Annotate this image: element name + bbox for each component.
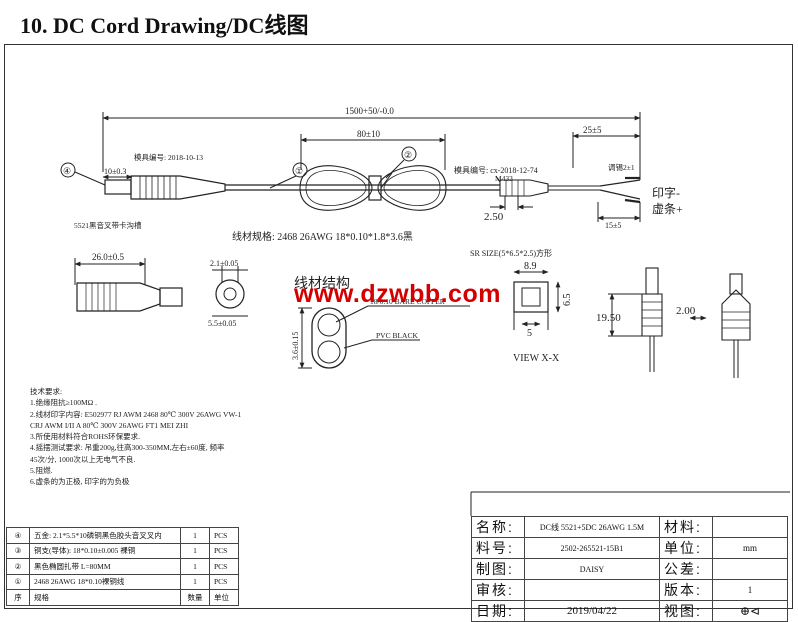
dim-tin: 调锡2±1 bbox=[608, 163, 635, 172]
bom-name: 五金: 2.1*5.5*10磷铜黑色胶头音叉叉内 bbox=[29, 527, 181, 544]
table-row: ③ 铜支(导体): 18*0.10±0.005 裸铜 1 PCS bbox=[6, 542, 239, 559]
mold-left: 模具编号: 2018-10-13 bbox=[134, 152, 203, 162]
dim-tag-w: 2.00 bbox=[676, 305, 696, 317]
dim-view-w: 8.9 bbox=[524, 261, 537, 272]
tb-date-value: 2019/04/22 bbox=[524, 600, 660, 622]
dim-plug-body: 26.0±0.5 bbox=[92, 252, 124, 262]
dim-sleeve: 2.50 bbox=[484, 211, 504, 223]
bom-name: 2468 26AWG 18*0.10裸铜线 bbox=[29, 573, 181, 590]
tb-ver-label: 版本: bbox=[659, 579, 713, 601]
tech-note-line: 6.虚条的为正极, 印字的为负极 bbox=[30, 477, 130, 487]
bom-qty: 1 bbox=[180, 527, 210, 544]
table-row: ④ 五金: 2.1*5.5*10磷铜黑色胶头音叉叉内 1 PCS bbox=[6, 527, 239, 544]
projection-icon: ⊕⊲ bbox=[712, 600, 788, 622]
callout-1: ① bbox=[295, 166, 303, 176]
bom-name: 黑色椭圆扎带 L=80MM bbox=[29, 558, 181, 575]
watermark: www.dzwbb.com bbox=[294, 280, 501, 308]
drawing-frame bbox=[4, 44, 793, 609]
bom-no: ④ bbox=[6, 527, 30, 544]
wire-spec: 线材规格: 2468 26AWG 18*0.10*1.8*3.6黑 bbox=[232, 230, 413, 243]
tb-material-label: 材料: bbox=[659, 516, 713, 538]
copper-label: 18/0.10 BARE COPPER bbox=[370, 297, 445, 306]
tech-notes: 技术要求: 1.绝缘阻抗≥100MΩ . 2.线材印字内容: E502977 R… bbox=[30, 386, 241, 488]
tech-note-line: 5.阻燃. bbox=[30, 466, 53, 476]
tb-check-label: 审核: bbox=[471, 579, 525, 601]
tb-check-value bbox=[524, 579, 660, 601]
dim-cable-h: 3.6±0.15 bbox=[291, 332, 300, 360]
bom-name: 铜支(导体): 18*0.10±0.005 裸铜 bbox=[29, 542, 181, 559]
bom-unit: PCS bbox=[209, 527, 239, 544]
bom-qty: 1 bbox=[180, 542, 210, 559]
bom-header-unit: 单位 bbox=[209, 589, 239, 606]
dim-bundle-length: 80±10 bbox=[357, 129, 380, 139]
tb-date-label: 日期: bbox=[471, 600, 525, 622]
dim-inner-d: 2.1±0.05 bbox=[210, 259, 238, 268]
plug-note: 5521黑音叉带卡沟槽 bbox=[74, 220, 142, 230]
structure-label: 线材结构 bbox=[294, 276, 350, 292]
tb-view-label: 视图: bbox=[659, 600, 713, 622]
bom-unit: PCS bbox=[209, 542, 239, 559]
bom-qty: 1 bbox=[180, 558, 210, 575]
print-neg: 印字- bbox=[652, 185, 680, 200]
tb-part-label: 料号: bbox=[471, 537, 525, 559]
tb-ver-value: 1 bbox=[712, 579, 788, 601]
callout-4: ④ bbox=[63, 166, 71, 176]
bom-header-name: 规格 bbox=[29, 589, 181, 606]
tb-unit-value: mm bbox=[712, 537, 788, 559]
tb-material-value bbox=[712, 516, 788, 538]
dim-view-h: 6.5 bbox=[562, 294, 573, 307]
tb-name-label: 名称: bbox=[471, 516, 525, 538]
tb-unit-label: 单位: bbox=[659, 537, 713, 559]
table-row: ① 2468 26AWG 18*0.10裸铜线 1 PCS bbox=[6, 573, 239, 590]
tech-note-line: 1.绝缘阻抗≥100MΩ . bbox=[30, 398, 97, 408]
tech-note-line: 4.摇摆测试要求: 吊重200g,往高300-350MM,左右±60度, 频率 bbox=[30, 443, 225, 453]
tech-note-line: 3.所使用材料符合ROHS环保要求. bbox=[30, 432, 141, 442]
sr-size: SR SIZE(5*6.5*2.5)方形 bbox=[470, 248, 552, 258]
dim-outer-d: 5.5±0.05 bbox=[208, 319, 236, 328]
dim-tag-h: 19.50 bbox=[596, 312, 621, 324]
title-block: 名称: DC线 5521+5DC 26AWG 1.5M 材料: 料号: 2502… bbox=[471, 516, 788, 622]
bom-table: ④ 五金: 2.1*5.5*10磷铜黑色胶头音叉叉内 1 PCS ③ 铜支(导体… bbox=[6, 527, 239, 606]
dim-split-len: 15±5 bbox=[605, 221, 621, 230]
bom-header-qty: 数量 bbox=[180, 589, 210, 606]
dim-plug-len: 10±0.3 bbox=[104, 167, 126, 176]
tb-part-value: 2502-265521-15B1 bbox=[524, 537, 660, 559]
tb-drawn-label: 制图: bbox=[471, 558, 525, 580]
table-row: ② 黑色椭圆扎带 L=80MM 1 PCS bbox=[6, 558, 239, 575]
table-header-row: 序 规格 数量 单位 bbox=[6, 589, 239, 606]
stripe-pos: 虚条+ bbox=[652, 202, 683, 216]
bom-unit: PCS bbox=[209, 558, 239, 575]
mold-code: M433 bbox=[495, 174, 513, 183]
bom-no: ① bbox=[6, 573, 30, 590]
tb-name-value: DC线 5521+5DC 26AWG 1.5M bbox=[524, 516, 660, 538]
callout-2: ② bbox=[404, 150, 412, 160]
bom-header-no: 序 bbox=[6, 589, 30, 606]
dim-total-length: 1500+50/-0.0 bbox=[345, 106, 394, 116]
bom-no: ③ bbox=[6, 542, 30, 559]
page-title: 10. DC Cord Drawing/DC线图 bbox=[20, 13, 309, 38]
tech-note-line: 45次/分, 1000次以上无电气不良. bbox=[30, 454, 136, 464]
view-label: VIEW X-X bbox=[513, 353, 560, 364]
tech-note-line: CRJ AWM I/II A 80℃ 300V 26AWG FT1 MEI ZH… bbox=[30, 420, 189, 430]
bom-no: ② bbox=[6, 558, 30, 575]
tech-note-line: 2.线材印字内容: E502977 RJ AWM 2468 80℃ 300V 2… bbox=[30, 409, 242, 419]
bom-unit: PCS bbox=[209, 573, 239, 590]
tb-drawn-value: DAISY bbox=[524, 558, 660, 580]
dim-strip-length: 25±5 bbox=[583, 125, 602, 135]
tb-tol-label: 公差: bbox=[659, 558, 713, 580]
dim-view-b: 5 bbox=[527, 328, 532, 339]
bom-qty: 1 bbox=[180, 573, 210, 590]
pvc-label: PVC BLACK bbox=[376, 331, 418, 340]
tb-tol-value bbox=[712, 558, 788, 580]
mold-right: 模具编号: cx-2018-12-74 bbox=[454, 165, 538, 175]
tech-note-line: 技术要求: bbox=[30, 387, 63, 396]
